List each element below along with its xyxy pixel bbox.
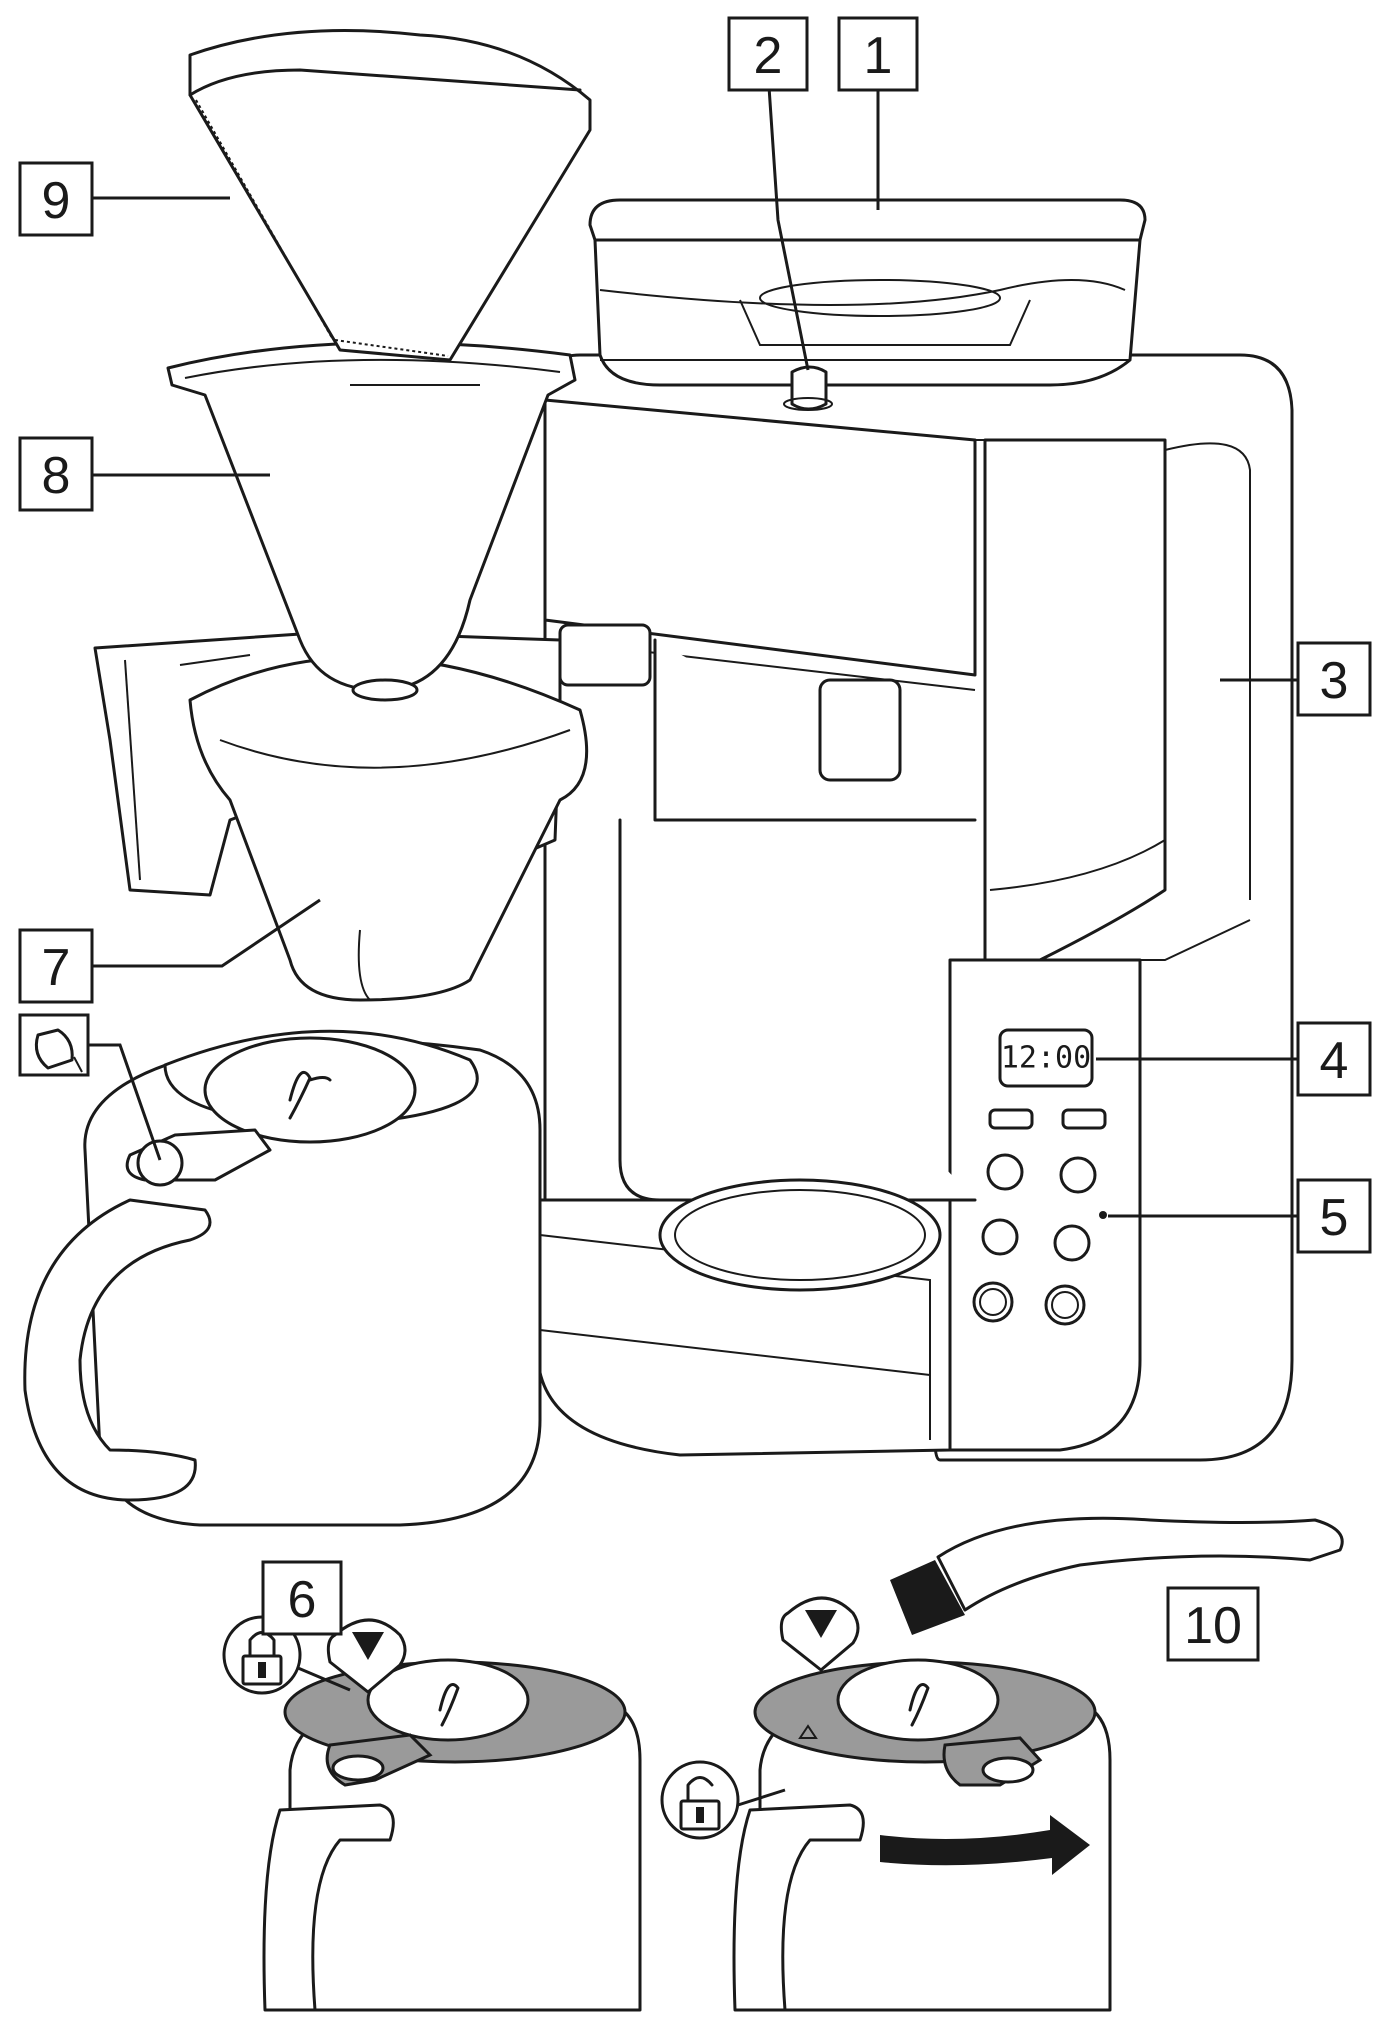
carafe [23,1029,542,1527]
triangle-marker-icon-unlocked [779,1596,860,1739]
lcd-display: 12:00 [998,1028,1094,1088]
rotate-arrow-icon [880,1815,1090,1875]
control-button-2 [1059,1156,1097,1194]
callout-8-label: 8 [42,447,71,505]
callout-1: 1 [837,16,919,92]
control-button-4 [1053,1224,1091,1262]
grind-dial [783,365,833,411]
callout-9-label: 9 [42,172,71,230]
callout-5: 5 [1296,1178,1372,1254]
pour-carafe-icon [18,1013,90,1077]
program-button-right [1061,1108,1107,1130]
carafe-locked-detail [262,1658,642,2012]
callout-6-label: 6 [288,1571,317,1629]
paper-filter [188,29,592,362]
callout-3: 3 [1296,641,1372,717]
callout-2: 2 [727,16,809,92]
bean-hopper [588,198,1147,387]
display-time: 12:00 [1001,1041,1091,1076]
indicator-dot [1099,1211,1107,1219]
callout-10: 10 [1166,1586,1260,1662]
callout-6: 6 [261,1560,343,1636]
callout-3-label: 3 [1320,652,1349,710]
program-button-left [988,1108,1034,1130]
machine-body [533,353,1294,1462]
callout-7-label: 7 [42,939,71,997]
filter-basket [166,341,577,702]
control-button-1 [986,1153,1024,1191]
callout-7: 7 [18,928,94,1004]
callout-9: 9 [18,161,94,237]
lock-open-icon [660,1760,786,1840]
callout-2-label: 2 [754,27,783,85]
callout-8: 8 [18,436,94,512]
control-button-3 [981,1218,1019,1256]
triangle-marker-icon [326,1618,407,1694]
filter-holder [93,630,589,1002]
callout-4-label: 4 [1320,1032,1349,1090]
leader-lines [88,71,1298,1218]
callout-1-label: 1 [864,27,893,85]
callout-10-label: 10 [1184,1597,1242,1655]
control-buttons [972,1108,1107,1326]
callout-5-label: 5 [1320,1189,1349,1247]
cleaning-brush [890,1516,1344,1635]
lock-closed-icon [222,1615,351,1695]
callout-4: 4 [1296,1021,1372,1097]
